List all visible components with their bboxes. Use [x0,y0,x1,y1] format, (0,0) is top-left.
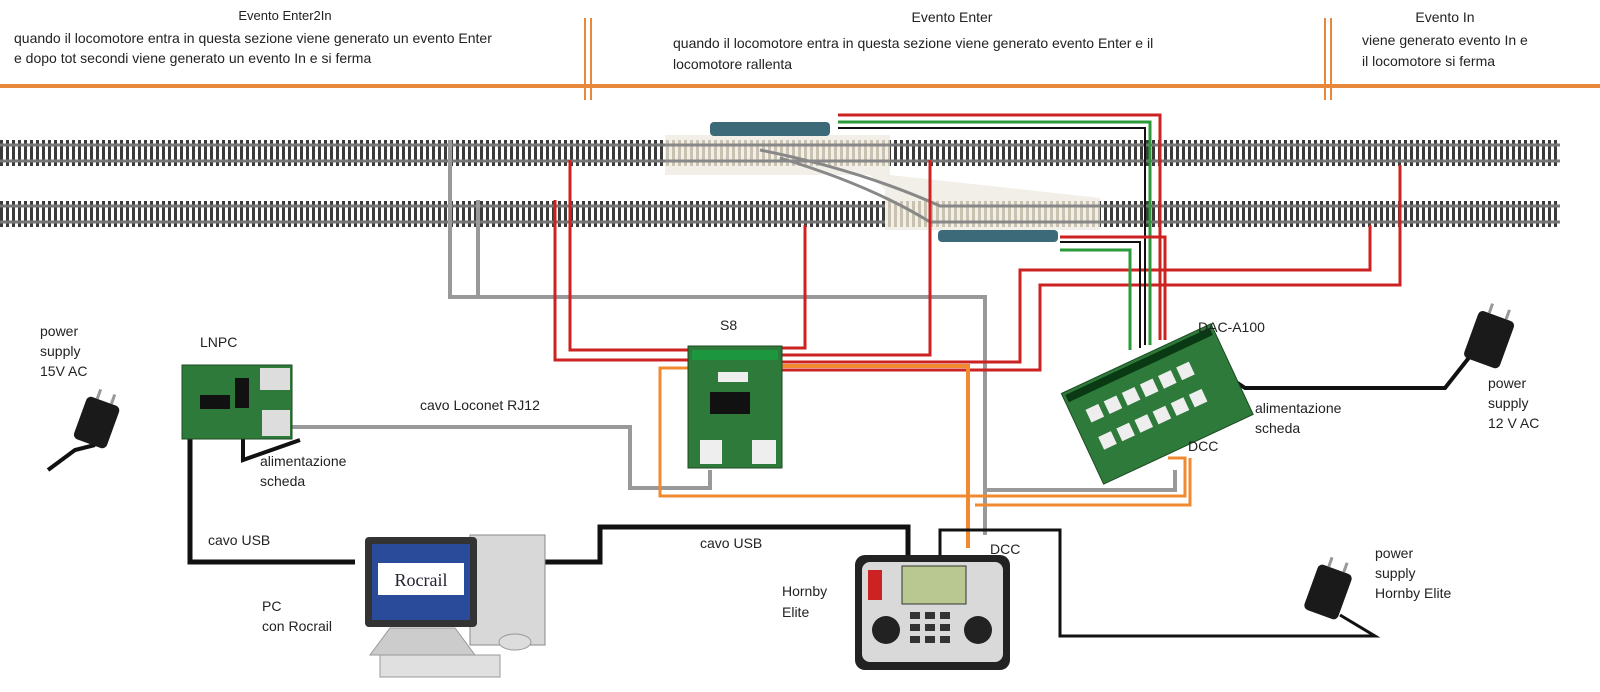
power-supply-15v [73,388,120,449]
label-ps12: supply [1488,395,1528,411]
wire-red [1060,235,1167,340]
label-usb1: cavo USB [208,532,270,548]
label-ps12: 12 V AC [1488,415,1539,431]
wire-red [568,160,690,352]
wire-orange [782,364,970,548]
wire-orange [975,458,1192,507]
section-title: Evento Enter [912,9,993,25]
power-supply-12v [1464,303,1515,369]
wire-green [838,120,1152,345]
section-text: viene generato evento In e [1362,32,1528,48]
section-title: Evento In [1415,9,1474,25]
label-lnpc: LNPC [200,334,237,350]
wire-gray [290,425,712,490]
wire-black [187,437,355,565]
label-pc: con Rocrail [262,618,332,634]
label-usb2: cavo USB [700,535,762,551]
label-alim2: alimentazione [1255,400,1342,416]
wire-red [838,113,1162,340]
wire-red [782,225,807,350]
wire-red [553,200,690,362]
section-dividers [0,18,1600,100]
label-dcc: DCC [1188,438,1218,454]
turnout-motor [710,122,830,136]
wire-black [1060,241,1141,348]
wire-black [1228,348,1477,390]
section-text: il locomotore si ferma [1362,53,1495,69]
label-ps15: 15V AC [40,363,87,379]
label-s8: S8 [720,317,737,333]
label-ps12: power [1488,375,1526,391]
label-pc: PC [262,598,281,614]
device-labels: power supply 15V AC LNPC cavo Loconet RJ… [40,317,1539,634]
turnout-motor [938,230,1058,242]
wire-red [782,165,1402,372]
wire-gray [448,140,987,535]
wire-green [1060,248,1132,350]
rocrail-logo: Rocrail [395,570,448,590]
wiring [46,113,1477,638]
power-supply-hornby [1304,556,1352,620]
label-ps15: supply [40,343,80,359]
s8-board [687,345,783,469]
label-ps15: power [40,323,78,339]
label-loconet: cavo Loconet RJ12 [420,397,540,413]
section-text: quando il locomotore entra in questa sez… [673,35,1153,51]
label-psh: power [1375,545,1413,561]
section-text: locomotore rallenta [673,56,792,72]
hornby-elite-controller [855,555,1010,670]
label-psh: supply [1375,565,1415,581]
wire-black [938,528,1381,638]
wire-black [838,127,1146,345]
wire-gray [985,470,1177,492]
track-lower [0,201,1560,227]
label-psh: Hornby Elite [1375,585,1451,601]
wire-black [46,443,96,472]
label-hornby: Hornby [782,583,827,599]
label-alim1: alimentazione [260,453,347,469]
label-alim2: scheda [1255,420,1300,436]
wire-red [782,160,932,357]
wire-orange [658,366,1187,498]
wire-red [782,225,1372,364]
wire-black [241,437,301,463]
wire-black [545,524,911,565]
label-dac: DAC-A100 [1198,319,1265,335]
turnout [665,122,1100,242]
section-text: quando il locomotore entra in questa sez… [14,30,492,46]
section-text: e dopo tot secondi viene generato un eve… [14,50,371,66]
label-dcc: DCC [990,541,1020,557]
label-alim1: scheda [260,473,305,489]
section-title: Evento Enter2In [238,8,331,23]
label-hornby: Elite [782,604,809,620]
pc-computer: Rocrail [365,534,546,678]
dac-a100-board [1060,323,1254,485]
lnpc-board [181,364,293,440]
